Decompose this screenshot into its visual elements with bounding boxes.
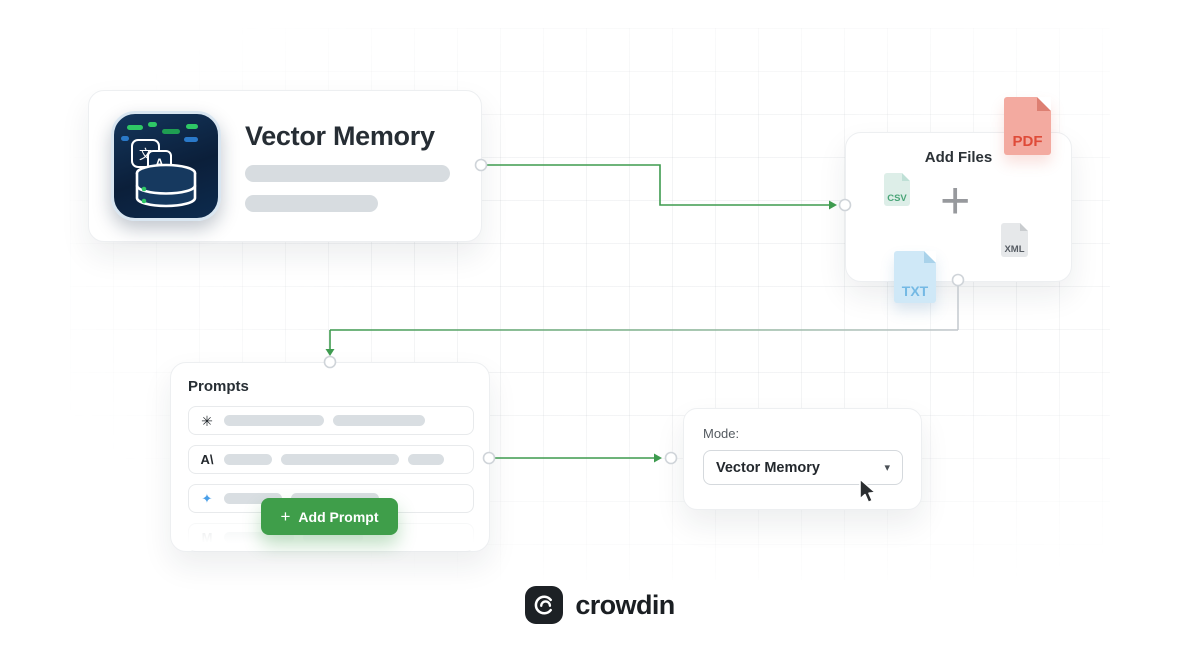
placeholder-bar xyxy=(281,454,399,465)
vector-memory-app-icon: 文 A xyxy=(111,111,221,221)
vector-memory-title: Vector Memory xyxy=(245,120,435,151)
placeholder-bar xyxy=(333,415,425,426)
vector-memory-card: 文 A Vector Memory xyxy=(88,90,482,242)
add-prompt-button[interactable]: + Add Prompt xyxy=(261,498,398,535)
prompt-row[interactable]: ✳ xyxy=(188,406,474,435)
prompt-row[interactable]: A\ xyxy=(188,445,474,474)
code-dash-icon xyxy=(184,137,198,142)
cursor-pointer-icon xyxy=(859,478,877,504)
csv-file-icon: CSV xyxy=(884,173,910,206)
crowdin-wordmark: crowdin xyxy=(575,589,675,620)
chevron-down-icon: ▾ xyxy=(884,462,890,474)
add-files-plus-icon[interactable]: + xyxy=(940,172,971,230)
placeholder-bar xyxy=(224,493,282,504)
code-dash-icon xyxy=(121,136,129,141)
txt-file-label: TXT xyxy=(901,283,929,299)
add-files-title: Add Files xyxy=(924,149,993,166)
csv-file-label: CSV xyxy=(887,193,907,204)
xml-file-icon: XML xyxy=(1001,223,1028,257)
page-fold-icon xyxy=(902,173,910,181)
code-dash-icon xyxy=(162,129,180,134)
mode-dropdown[interactable]: Vector Memory ▾ xyxy=(703,450,903,485)
mode-dropdown-value: Vector Memory xyxy=(716,459,820,476)
prompts-card: Prompts ✳ A\ ✦ M xyxy=(170,362,490,552)
add-prompt-label: Add Prompt xyxy=(298,508,379,525)
crowdin-logo-icon xyxy=(525,586,564,624)
xml-file-label: XML xyxy=(1004,244,1025,255)
placeholder-bar xyxy=(224,454,272,465)
code-dash-icon xyxy=(186,124,198,129)
prompts-title: Prompts xyxy=(188,378,249,395)
code-dash-icon xyxy=(127,125,143,130)
plus-icon: + xyxy=(280,507,291,526)
add-files-card: Add Files + CSV XML PDF TXT xyxy=(845,97,1072,303)
placeholder-bar xyxy=(245,194,378,212)
anthropic-icon: A\ xyxy=(200,452,214,467)
pdf-file-label: PDF xyxy=(1012,133,1043,150)
spark-icon: ✦ xyxy=(201,491,213,506)
page-fold-icon xyxy=(924,251,936,263)
openai-icon: ✳ xyxy=(201,412,213,429)
code-dash-icon xyxy=(148,122,157,127)
txt-file-icon: TXT xyxy=(894,251,936,303)
crowdin-logo: crowdin xyxy=(0,586,1200,624)
mode-card: Mode: Vector Memory ▾ xyxy=(683,408,922,510)
mode-label: Mode: xyxy=(703,426,740,441)
database-icon xyxy=(135,163,197,208)
page-fold-icon xyxy=(1020,223,1028,231)
placeholder-bar xyxy=(224,415,324,426)
placeholder-bar xyxy=(408,454,444,465)
page-fold-icon xyxy=(1037,97,1051,111)
placeholder-bar xyxy=(245,164,450,182)
pdf-file-icon: PDF xyxy=(1004,97,1051,155)
